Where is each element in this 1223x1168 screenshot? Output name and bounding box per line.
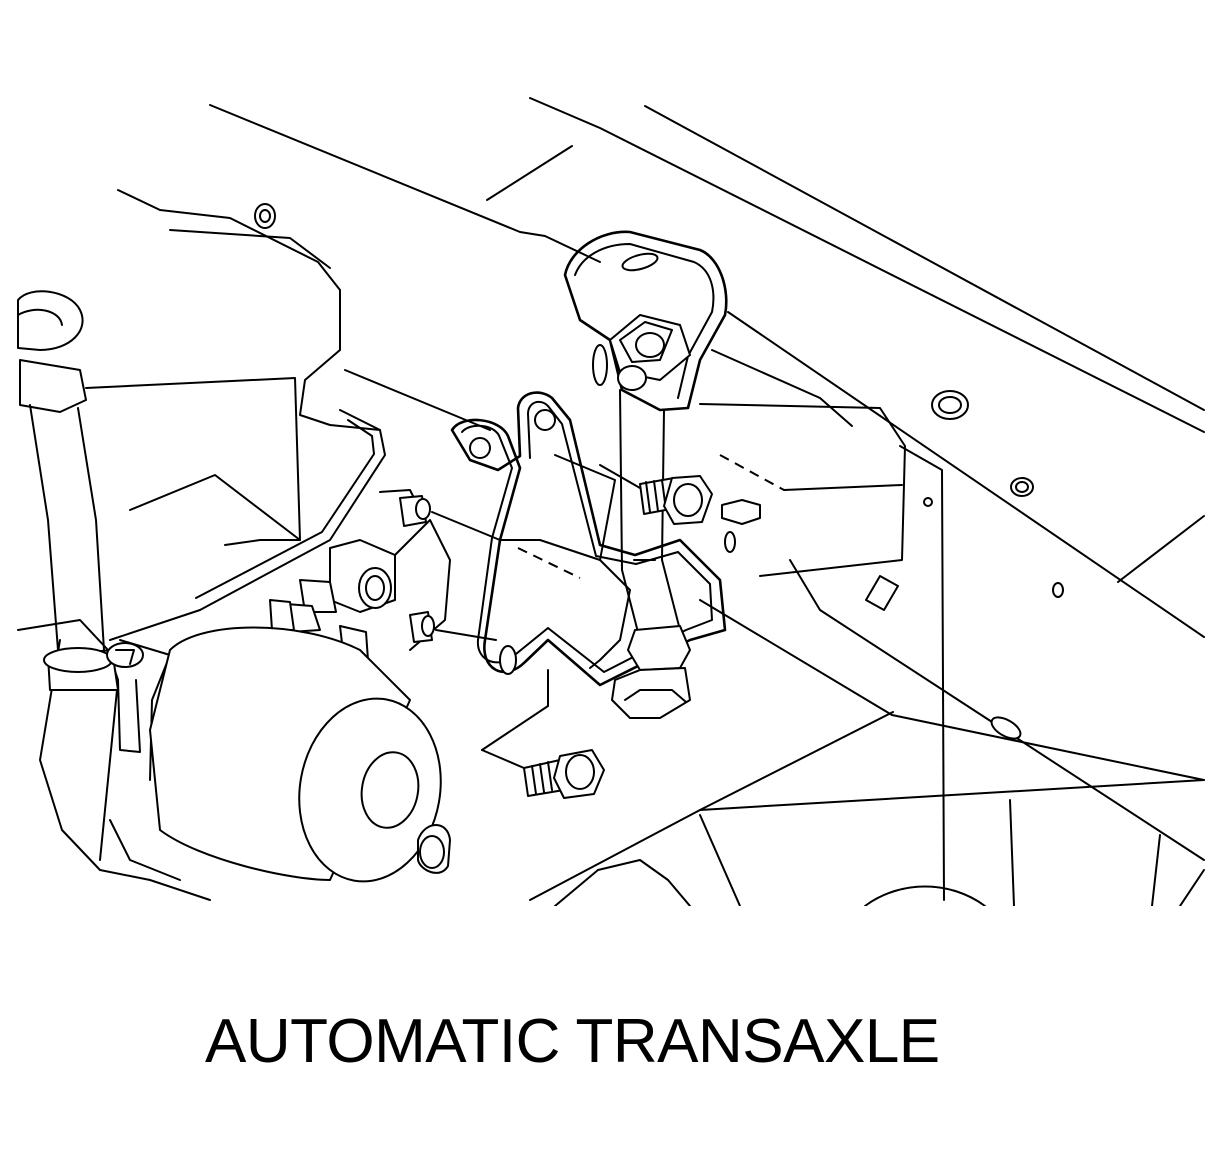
- oil-filter: [149, 626, 451, 883]
- lower-bolt: [481, 669, 605, 799]
- mount-strut: [563, 230, 728, 719]
- upper-bolt: [599, 464, 713, 525]
- mount-bracket: [450, 391, 727, 687]
- figure-caption: AUTOMATIC TRANSAXLE: [205, 1007, 940, 1076]
- dipstick-tube: [17, 290, 144, 753]
- mounting-studs: [399, 495, 501, 643]
- frame-rail-outline: [209, 97, 1205, 906]
- frame-holes: [254, 203, 1064, 740]
